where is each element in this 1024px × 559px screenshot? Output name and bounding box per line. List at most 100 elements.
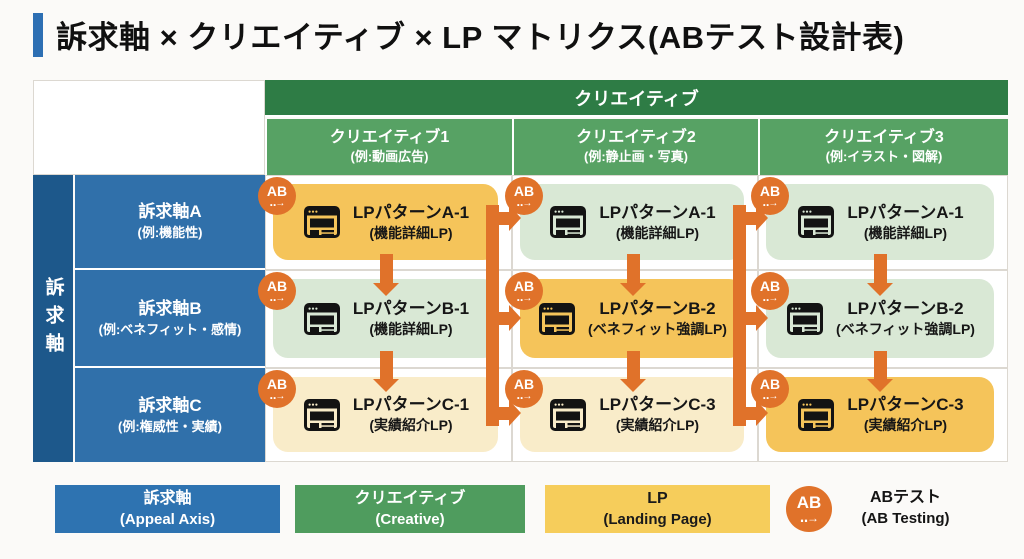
column-label: クリエイティブ1 <box>329 129 450 147</box>
column-header-creative-1: クリエイティブ1 (例:動画広告) <box>265 119 512 175</box>
lp-card: LPパターンB-2 (ベネフィット強調LP) <box>520 279 744 358</box>
column-label: クリエイティブ3 <box>824 129 944 147</box>
browser-window-icon <box>548 395 588 435</box>
legend-label: LP <box>647 490 668 508</box>
browser-window-icon <box>785 299 825 339</box>
ab-badge-arrow-icon: ‥→ <box>269 390 286 402</box>
legend-item-creative: クリエイティブ (Creative) <box>295 485 525 533</box>
column-label: クリエイティブ2 <box>576 129 696 147</box>
flow-arrow-down <box>373 254 400 296</box>
appeal-axis-strip: 訴求軸 <box>33 175 73 462</box>
lp-card-subtitle: (機能詳細LP) <box>369 224 453 241</box>
ab-badge-label: AB <box>759 277 781 294</box>
column-example: (例:動画広告) <box>350 148 429 164</box>
lp-card-title: LPパターンA-1 <box>847 202 964 222</box>
lp-card-subtitle: (実績紹介LP) <box>615 417 700 434</box>
ab-badge-label: AB <box>266 375 288 392</box>
ab-flow-branch-arrow <box>499 305 521 331</box>
lp-card: LPパターンA-1 (機能詳細LP) <box>273 184 498 260</box>
ab-badge-label: AB <box>266 277 288 294</box>
browser-window-icon <box>302 202 342 242</box>
ab-test-badge: AB ‥→ <box>786 486 832 532</box>
corner-cell <box>33 80 265 175</box>
ab-test-badge: AB‥→ <box>258 177 296 215</box>
lp-card-title: LPパターンC-1 <box>352 395 470 415</box>
ab-test-badge: AB‥→ <box>505 177 543 215</box>
lp-card-title: LPパターンB-2 <box>599 299 716 319</box>
lp-card: LPパターンC-1 (実績紹介LP) <box>273 377 498 452</box>
legend-item-appeal-axis: 訴求軸 (Appeal Axis) <box>55 485 280 533</box>
matrix-cell-a3: LPパターンA-1 (機能詳細LP) AB‥→ <box>751 175 1008 270</box>
ab-test-badge: AB‥→ <box>505 272 543 310</box>
browser-window-icon <box>537 299 577 339</box>
column-header-creative-2: クリエイティブ2 (例:静止画・写真) <box>512 119 758 175</box>
flow-arrow-down <box>373 351 400 392</box>
lp-card-title: LPパターンB-2 <box>847 299 964 319</box>
row-example: (例:ベネフィット・感情) <box>98 321 242 337</box>
ab-badge-label: AB <box>513 277 535 294</box>
row-example: (例:機能性) <box>137 225 203 241</box>
ab-test-badge: AB‥→ <box>505 370 543 408</box>
column-header-creative-3: クリエイティブ3 (例:イラスト・図解) <box>758 119 1008 175</box>
ab-flow-spine <box>486 205 499 426</box>
lp-card-subtitle: (機能詳細LP) <box>615 224 700 241</box>
browser-window-icon <box>796 202 836 242</box>
ab-badge-arrow-icon: ‥→ <box>516 292 533 304</box>
row-label: 訴求軸C <box>138 395 202 415</box>
ab-badge-arrow-icon: ‥→ <box>762 390 779 402</box>
ab-badge-label: AB <box>759 182 781 199</box>
row-example: (例:権威性・実績) <box>118 418 222 434</box>
lp-card: LPパターンA-1 (機能詳細LP) <box>520 184 744 260</box>
ab-badge-label: AB <box>513 182 535 199</box>
row-label: 訴求軸B <box>138 298 202 318</box>
lp-card-title: LPパターンA-1 <box>599 202 716 222</box>
ab-test-badge: AB‥→ <box>751 370 789 408</box>
ab-badge-label: AB <box>796 493 822 512</box>
browser-window-icon <box>302 395 342 435</box>
lp-card: LPパターンA-1 (機能詳細LP) <box>766 184 994 260</box>
ab-flow-branch-arrow <box>746 305 768 331</box>
browser-window-icon <box>796 395 836 435</box>
ab-badge-arrow-icon: ‥→ <box>762 197 779 209</box>
column-example: (例:静止画・写真) <box>584 148 688 164</box>
browser-window-icon <box>548 202 588 242</box>
ab-test-badge: AB‥→ <box>258 272 296 310</box>
ab-badge-arrow-icon: ‥→ <box>516 390 533 402</box>
ab-badge-label: AB <box>513 375 535 392</box>
row-header-appeal-c: 訴求軸C (例:権威性・実績) <box>75 368 265 462</box>
lp-card-subtitle: (機能詳細LP) <box>863 224 948 241</box>
lp-card-subtitle: (ベネフィット強調LP) <box>588 321 727 338</box>
ab-badge-arrow-icon: ‥→ <box>516 197 533 209</box>
ab-test-badge: AB‥→ <box>751 272 789 310</box>
page-title: 訴求軸 × クリエイティブ × LP マトリクス(ABテスト設計表) <box>56 20 905 55</box>
lp-card-title: LPパターンA-1 <box>352 202 470 222</box>
ab-badge-label: AB <box>266 182 288 199</box>
creative-group-header: クリエイティブ <box>265 80 1008 117</box>
matrix-cell-a1: LPパターンA-1 (機能詳細LP) AB‥→ <box>258 175 512 270</box>
legend-item-lp: LP (Landing Page) <box>545 485 770 533</box>
flow-arrow-down <box>620 254 647 296</box>
lp-card: LPパターンB-1(機能詳細LP) <box>273 279 498 358</box>
lp-card-subtitle: (実績紹介LP) <box>863 417 948 434</box>
legend-sublabel: (Landing Page) <box>603 510 712 528</box>
lp-card-subtitle: (実績紹介LP) <box>369 417 453 434</box>
ab-badge-arrow-icon: ‥→ <box>269 197 286 209</box>
column-example: (例:イラスト・図解) <box>825 148 943 164</box>
appeal-axis-label: 訴求軸 <box>42 276 64 361</box>
browser-window-icon <box>302 299 342 339</box>
lp-card-title: LPパターンC-3 <box>847 395 964 415</box>
legend-sublabel: (AB Testing) <box>861 509 950 527</box>
ab-test-badge: AB‥→ <box>751 177 789 215</box>
flow-arrow-down <box>620 351 647 392</box>
legend-sublabel: (Appeal Axis) <box>119 510 216 528</box>
legend-label: クリエイティブ <box>354 490 466 508</box>
ab-test-badge: AB‥→ <box>258 370 296 408</box>
lp-card-subtitle: (機能詳細LP) <box>369 321 453 338</box>
legend-item-ab-test: ABテスト (AB Testing) <box>838 487 973 529</box>
row-header-appeal-b: 訴求軸B (例:ベネフィット・感情) <box>75 270 265 368</box>
legend-sublabel: (Creative) <box>375 510 445 528</box>
row-header-appeal-a: 訴求軸A (例:機能性) <box>75 175 265 270</box>
flow-arrow-down <box>867 351 894 392</box>
flow-arrow-down <box>867 254 894 296</box>
ab-badge-arrow-icon: ‥→ <box>799 511 819 525</box>
